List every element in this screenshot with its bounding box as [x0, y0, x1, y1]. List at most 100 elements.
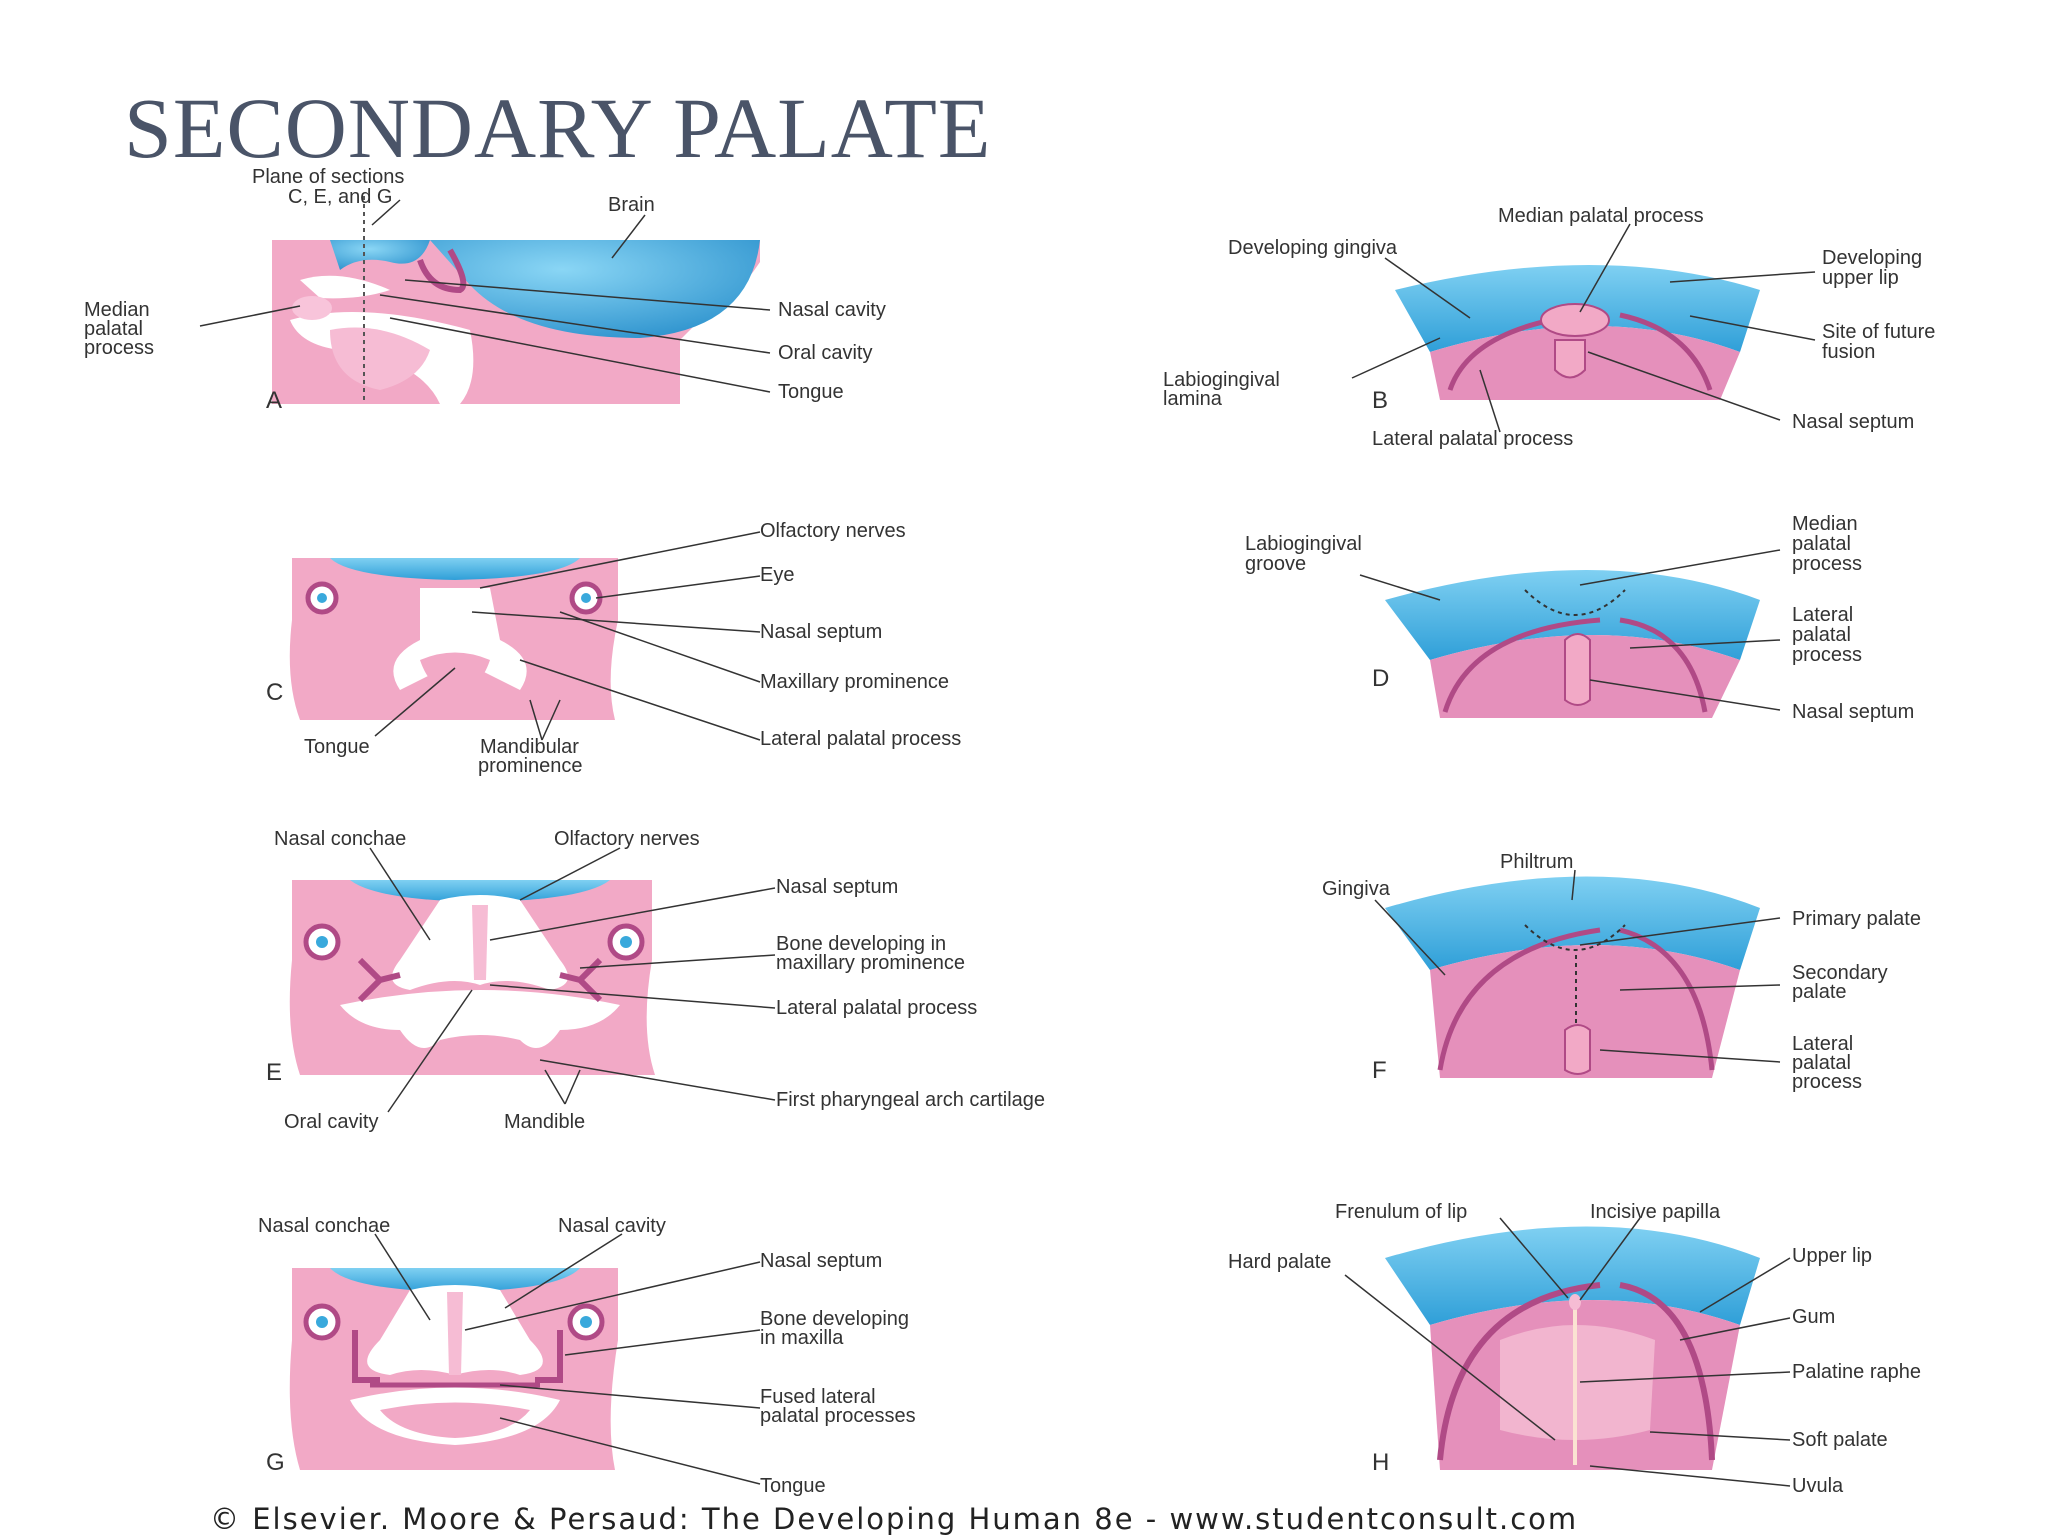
panel-e: Nasal conchae Olfactory nerves Nasal sep… — [266, 828, 1045, 1133]
panel-letter-g: G — [266, 1449, 285, 1476]
label-upper-lip-h: Upper lip — [1792, 1245, 1872, 1267]
label-nasal-septum-c: Nasal septum — [760, 621, 882, 643]
palate-tissue-f — [1430, 945, 1740, 1078]
label-nasal-septum-b: Nasal septum — [1792, 411, 1914, 433]
label-upper-lip-b: upper lip — [1822, 267, 1899, 289]
nasal-septum-d — [1564, 633, 1591, 706]
label-process-f: process — [1792, 1071, 1862, 1093]
label-tongue-g: Tongue — [760, 1475, 826, 1497]
maxillary-bone-left-e — [357, 957, 401, 1003]
brain-c — [330, 558, 580, 580]
label-gingiva: Gingiva — [1322, 878, 1391, 900]
label-planes-c-e-g: C, E, and G — [288, 186, 393, 208]
label-plane-of-sections: Plane of sections — [252, 166, 404, 188]
label-lateral-f: Lateral — [1792, 1033, 1853, 1055]
label-soft-palate: Soft palate — [1792, 1429, 1888, 1451]
label-mandibular: Mandibular — [480, 736, 579, 758]
label-palatal-processes: palatal processes — [760, 1405, 916, 1427]
neural-tube-a — [417, 248, 467, 294]
label-brain: Brain — [608, 194, 655, 216]
nasal-septum-f — [1564, 1024, 1591, 1075]
label-nasal-cavity-g: Nasal cavity — [558, 1215, 666, 1237]
upper-lip-f — [1385, 876, 1760, 970]
label-bone-developing-g: Bone developing — [760, 1308, 909, 1330]
brain-e — [350, 880, 610, 902]
label-mandible: Mandible — [504, 1111, 585, 1133]
label-lateral-palatal-process-b: Lateral palatal process — [1372, 428, 1573, 450]
panel-letter-h: H — [1372, 1449, 1389, 1476]
label-bone-developing-in: Bone developing in — [776, 933, 946, 955]
label-nasal-conchae-g: Nasal conchae — [258, 1215, 390, 1237]
label-uvula: Uvula — [1792, 1475, 1844, 1497]
label-tongue-c: Tongue — [304, 736, 370, 758]
label-palatal-d1: palatal — [1792, 533, 1851, 555]
forebrain-shape — [330, 240, 430, 270]
label-frenulum-of-lip: Frenulum of lip — [1335, 1201, 1467, 1223]
label-median-a: Median — [84, 299, 150, 321]
label-prominence: prominence — [478, 755, 583, 777]
label-nasal-septum-d: Nasal septum — [1792, 701, 1914, 723]
label-palatine-raphe: Palatine raphe — [1792, 1361, 1921, 1383]
label-site-future-fusion: Site of future — [1822, 321, 1935, 343]
gum-h — [1437, 1282, 1601, 1461]
label-labiogingival-d: Labiogingival — [1245, 533, 1362, 555]
label-developing-gingiva: Developing gingiva — [1228, 237, 1398, 259]
label-first-pharyngeal-arch-cartilage: First pharyngeal arch cartilage — [776, 1089, 1045, 1111]
label-lamina: lamina — [1163, 388, 1223, 410]
label-olfactory-nerves-c: Olfactory nerves — [760, 520, 906, 542]
panel-d: Labiogingival groove Median palatal proc… — [1245, 513, 1914, 723]
panel-letter-f: F — [1372, 1057, 1387, 1084]
panel-c: Olfactory nerves Eye Nasal septum Maxill… — [266, 520, 961, 777]
panel-a: Plane of sections C, E, and G Brain Medi… — [84, 166, 886, 414]
label-incisive-papilla: Incisive papilla — [1590, 1201, 1721, 1223]
label-primary-palate: Primary palate — [1792, 908, 1921, 930]
label-groove: groove — [1245, 553, 1306, 575]
label-tongue-a: Tongue — [778, 381, 844, 403]
maxilla-bone-right-g — [535, 1330, 563, 1383]
nasal-cavity-a — [300, 275, 390, 299]
nasal-septum-e — [472, 905, 488, 980]
label-lateral-palatal-process-c: Lateral palatal process — [760, 728, 961, 750]
panel-b: Median palatal process Developing gingiv… — [1163, 205, 1935, 450]
label-secondary: Secondary — [1792, 962, 1888, 984]
panel-letter-d: D — [1372, 665, 1389, 692]
label-philtrum: Philtrum — [1500, 851, 1573, 873]
brain-g — [330, 1268, 580, 1292]
label-nasal-cavity-a: Nasal cavity — [778, 299, 886, 321]
brain-shape — [430, 240, 760, 338]
label-process-d1: process — [1792, 553, 1862, 575]
maxilla-bone-left-g — [352, 1330, 380, 1383]
label-nasal-septum-g: Nasal septum — [760, 1250, 882, 1272]
nasal-septum-b — [1554, 339, 1586, 379]
tongue-c — [420, 652, 490, 695]
median-palatal-outline-d — [1524, 589, 1626, 616]
label-labiogingival-b: Labiogingival — [1163, 369, 1280, 391]
slide-title: SECONDARY PALATE — [124, 80, 992, 176]
label-lateral-palatal-process-e: Lateral palatal process — [776, 997, 977, 1019]
upper-lip-h — [1385, 1226, 1760, 1325]
label-hard-palate: Hard palate — [1228, 1251, 1331, 1273]
label-palatal-d2: palatal — [1792, 624, 1851, 646]
panel-letter-b: B — [1372, 387, 1388, 414]
label-maxillary-prominence-e: maxillary prominence — [776, 952, 965, 974]
label-maxillary-prominence: Maxillary prominence — [760, 671, 949, 693]
label-lateral-d: Lateral — [1792, 604, 1853, 626]
oral-cavity-e — [340, 990, 620, 1048]
label-gum: Gum — [1792, 1306, 1835, 1328]
incisive-papilla — [1569, 1294, 1581, 1310]
label-oral-cavity-e: Oral cavity — [284, 1111, 378, 1133]
label-developing: Developing — [1822, 247, 1922, 269]
label-fusion: fusion — [1822, 341, 1875, 363]
label-fused-lateral: Fused lateral — [760, 1386, 876, 1408]
tongue-a — [330, 327, 430, 390]
panel-g: Nasal conchae Nasal cavity Nasal septum … — [258, 1215, 916, 1497]
hard-palate-h — [1500, 1325, 1655, 1440]
label-median-d: Median — [1792, 513, 1858, 535]
panel-letter-e: E — [266, 1059, 282, 1086]
median-palatal-process-b — [1540, 303, 1610, 337]
panel-letter-a: A — [266, 387, 282, 414]
label-nasal-septum-e: Nasal septum — [776, 876, 898, 898]
median-palatal-process-a — [292, 296, 332, 320]
label-process-a: process — [84, 337, 154, 359]
